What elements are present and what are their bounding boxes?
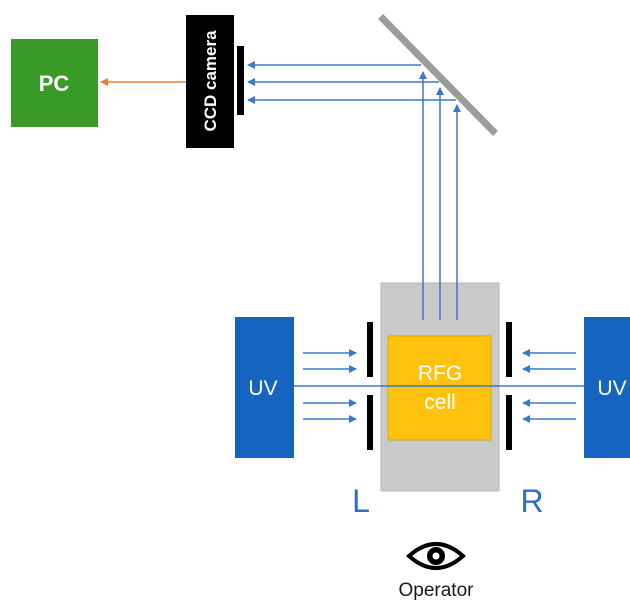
left-shutter-top [367, 322, 373, 377]
mirror [378, 14, 498, 136]
uv-source-right: UV [584, 317, 630, 458]
pc-label: PC [39, 71, 70, 96]
uv-source-left: UV [235, 317, 294, 458]
right-side-label: R [520, 483, 543, 519]
eye-icon [405, 542, 467, 570]
uv-right-rect [584, 317, 630, 458]
pc-box: PC [11, 39, 98, 127]
right-shutter [506, 322, 512, 450]
ccd-camera-sensor [237, 46, 244, 115]
right-shutter-bottom [506, 395, 512, 450]
uv-left-arrows [303, 349, 357, 423]
rfg-cell: RFG cell [387, 335, 492, 441]
ccd-camera-label: CCD camera [201, 30, 220, 132]
eye-outline [405, 542, 467, 570]
uv-left-label: UV [248, 377, 277, 400]
eye-pupil [432, 552, 440, 560]
left-shutter [367, 322, 373, 450]
rfg-cell-label-line1: RFG [418, 362, 462, 385]
rfg-cell-rect [387, 335, 492, 441]
ccd-camera: CCD camera [186, 15, 244, 148]
right-shutter-top [506, 322, 512, 377]
reflected-beams [247, 61, 456, 104]
pc-box-rect [11, 39, 98, 127]
uv-right-arrows [522, 349, 576, 423]
left-shutter-bottom [367, 395, 373, 450]
left-side-label: L [352, 483, 370, 519]
rfg-cell-label-line2: cell [424, 391, 456, 414]
uv-left-rect [235, 317, 294, 458]
operator-label: Operator [399, 580, 475, 601]
vertical-beams [419, 71, 461, 320]
ccd-camera-body [186, 15, 234, 148]
uv-right-label: UV [597, 377, 626, 400]
